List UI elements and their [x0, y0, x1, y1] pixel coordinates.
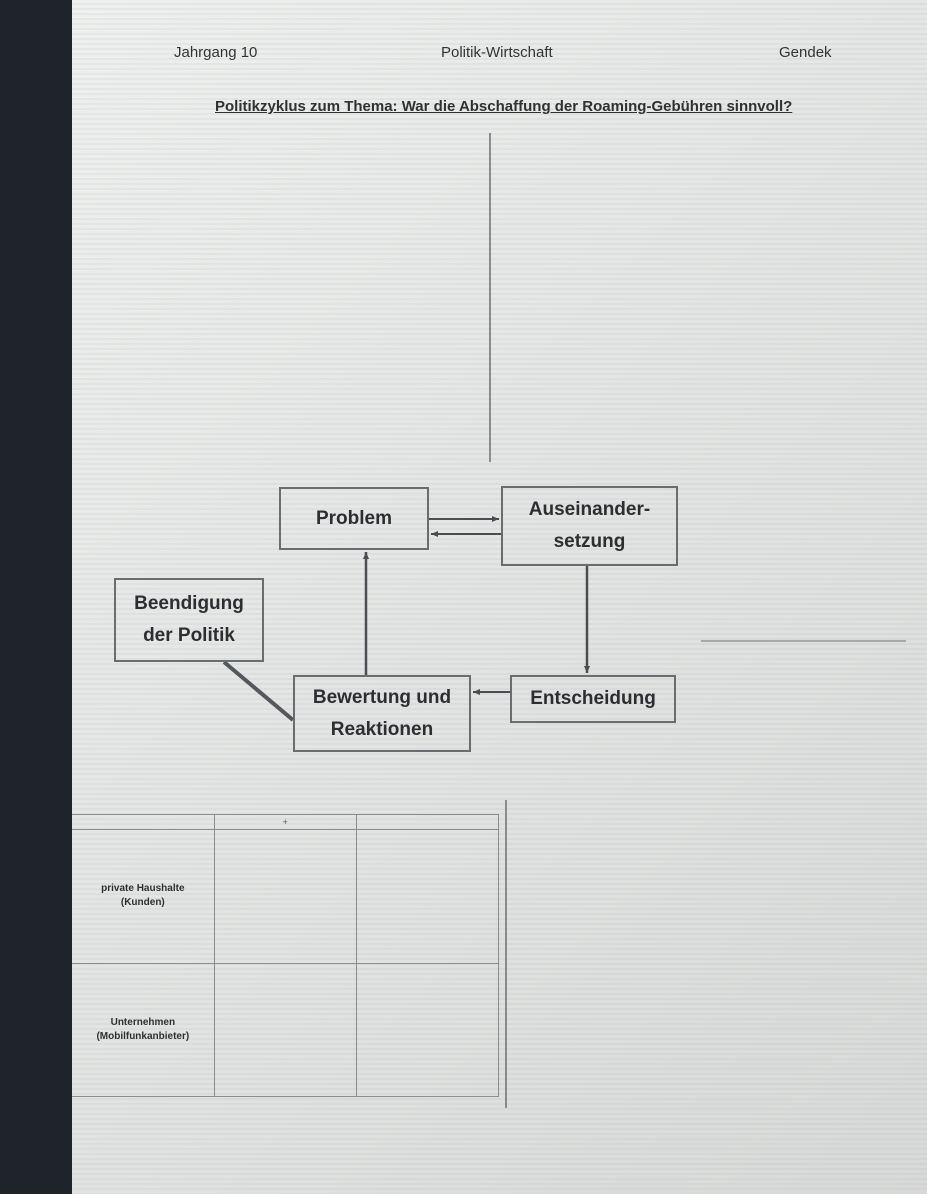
worksheet-title: Politikzyklus zum Thema: War die Abschaf… [215, 98, 793, 115]
table-cell-contra[interactable] [355, 962, 500, 1097]
cycle-box-auseinandersetzung: Auseinander- setzung [501, 486, 678, 566]
table-header-cell [72, 814, 215, 830]
row-label-line1: private Haushalte [101, 883, 185, 895]
cycle-box-beendigung: Beendigung der Politik [114, 578, 264, 662]
table-cell-contra[interactable] [355, 829, 500, 964]
cycle-box-bewertung: Bewertung und Reaktionen [293, 675, 471, 752]
row-label-line1: Unternehmen [110, 1016, 176, 1028]
row-label-private-households: private Haushalte (Kunden) [72, 829, 215, 964]
grade-label: Jahrgang 10 [174, 44, 258, 61]
teacher-label: Gendek [779, 44, 832, 61]
cycle-box-entscheidung: Entscheidung [510, 675, 676, 723]
stakeholder-table: + private Haushalte (Kunden) Unternehmen… [72, 814, 500, 1097]
row-label-line2: (Mobilfunkanbieter) [96, 1030, 190, 1042]
plus-mark: + [282, 817, 288, 827]
entscheidung-label: Entscheidung [530, 688, 656, 709]
table-header-row: + [72, 814, 500, 830]
table-cell-pro[interactable] [213, 962, 357, 1097]
row-label-line2: (Kunden) [120, 897, 165, 909]
bewertung-label-line1: Bewertung und [312, 686, 452, 708]
cycle-connectors [222, 133, 906, 1108]
bewertung-label-line2: Reaktionen [330, 718, 434, 740]
cycle-box-problem: Problem [279, 487, 429, 550]
table-row: Unternehmen (Mobilfunkanbieter) [72, 962, 500, 1097]
row-label-companies: Unternehmen (Mobilfunkanbieter) [72, 962, 215, 1097]
table-header-cell [356, 814, 500, 830]
table-cell-pro[interactable] [213, 829, 357, 964]
auseinandersetzung-label-line2: setzung [553, 531, 626, 552]
worksheet-paper: Jahrgang 10 Politik-Wirtschaft Gendek Po… [72, 0, 927, 1194]
beendigung-label-line1: Beendigung [134, 593, 244, 614]
beendigung-label-line2: der Politik [143, 625, 235, 646]
line-beendigung-to-bewertung [222, 660, 295, 722]
subject-label: Politik-Wirtschaft [441, 44, 553, 61]
problem-label: Problem [315, 507, 393, 529]
table-row: private Haushalte (Kunden) [72, 829, 500, 964]
table-header-cell: + [214, 814, 357, 830]
auseinandersetzung-label-line1: Auseinander- [528, 499, 651, 520]
